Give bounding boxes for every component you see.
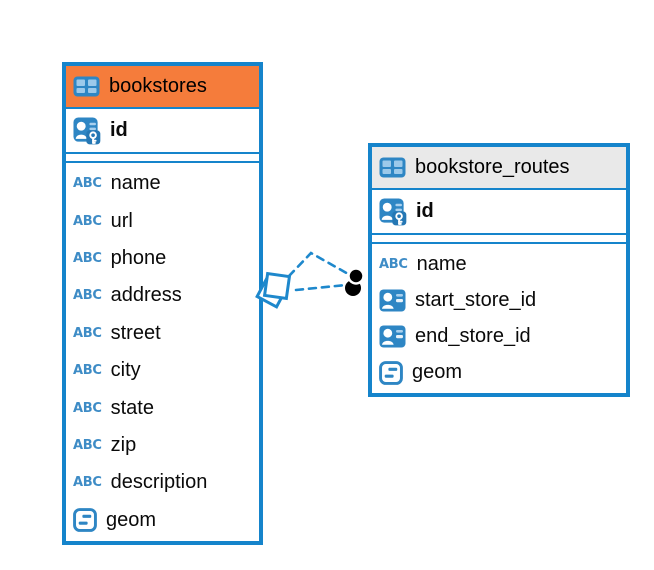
column-row-id[interactable]: id (372, 190, 626, 233)
column-name: description (110, 471, 208, 494)
relationship-dot-marker-front (347, 267, 365, 285)
column-row-geom[interactable]: geom (66, 502, 259, 539)
primary-key-icon (379, 198, 407, 226)
text-type-icon: ABC (73, 363, 102, 379)
text-type-icon: ABC (73, 288, 102, 304)
relationship-diamond-marker-front (262, 271, 292, 301)
section-divider (372, 235, 626, 244)
columns-section: ABC name ABC url ABC phone ABC address A… (66, 163, 259, 541)
column-name: phone (110, 247, 167, 270)
column-row-address[interactable]: ABC address (66, 277, 259, 314)
column-row-phone[interactable]: ABC phone (66, 240, 259, 277)
column-name: start_store_id (415, 288, 537, 311)
text-type-icon: ABC (73, 251, 102, 267)
section-divider (66, 154, 259, 163)
column-row-geom[interactable]: geom (372, 355, 626, 391)
column-row-end-store-id[interactable]: end_store_id (372, 319, 626, 355)
text-type-icon: ABC (73, 325, 102, 341)
table-icon (73, 76, 100, 97)
column-row-name[interactable]: ABC name (372, 246, 626, 282)
column-name: state (110, 396, 154, 419)
text-type-icon: ABC (73, 213, 102, 229)
column-row-zip[interactable]: ABC zip (66, 427, 259, 464)
relationship-dot-marker-back (345, 280, 361, 296)
table-title: bookstores (109, 75, 207, 97)
column-name: zip (110, 434, 137, 457)
column-row-city[interactable]: ABC city (66, 352, 259, 389)
columns-section: ABC name start_store_id end_store_id geo… (372, 244, 626, 393)
text-type-icon: ABC (73, 176, 102, 192)
column-name: geom (412, 361, 463, 384)
entity-table-bookstore-routes[interactable]: bookstore_routes id ABC name start_store… (368, 143, 630, 397)
foreign-key-icon (379, 325, 406, 348)
column-row-start-store-id[interactable]: start_store_id (372, 282, 626, 318)
column-name: url (110, 209, 133, 232)
foreign-key-icon (379, 289, 406, 312)
table-header-bookstore-routes[interactable]: bookstore_routes (372, 147, 626, 190)
object-type-icon (73, 508, 97, 532)
text-type-icon: ABC (73, 438, 102, 454)
column-name: id (416, 200, 434, 222)
column-row-description[interactable]: ABC description (66, 464, 259, 501)
relationship-line-upper[interactable] (287, 251, 352, 278)
column-row-url[interactable]: ABC url (66, 202, 259, 239)
column-name: id (110, 119, 128, 141)
column-name: address (110, 284, 182, 307)
text-type-icon: ABC (73, 400, 102, 416)
key-columns-section: id (372, 190, 626, 235)
key-columns-section: id (66, 109, 259, 154)
table-icon (379, 157, 406, 178)
object-type-icon (379, 361, 403, 385)
table-title: bookstore_routes (415, 156, 570, 178)
column-row-name[interactable]: ABC name (66, 165, 259, 202)
column-name: name (110, 172, 161, 195)
relationship-line-lower[interactable] (294, 283, 348, 292)
column-name: end_store_id (415, 325, 531, 348)
primary-key-icon (73, 117, 101, 145)
column-row-street[interactable]: ABC street (66, 315, 259, 352)
column-row-id[interactable]: id (66, 109, 259, 152)
column-name: name (416, 252, 467, 275)
column-name: street (110, 321, 161, 344)
column-row-state[interactable]: ABC state (66, 389, 259, 426)
text-type-icon: ABC (379, 256, 408, 272)
column-name: geom (106, 508, 157, 531)
table-header-bookstores[interactable]: bookstores (66, 66, 259, 109)
entity-table-bookstores[interactable]: bookstores id ABC name ABC url ABC phone (62, 62, 263, 545)
column-name: city (110, 359, 141, 382)
text-type-icon: ABC (73, 475, 102, 491)
